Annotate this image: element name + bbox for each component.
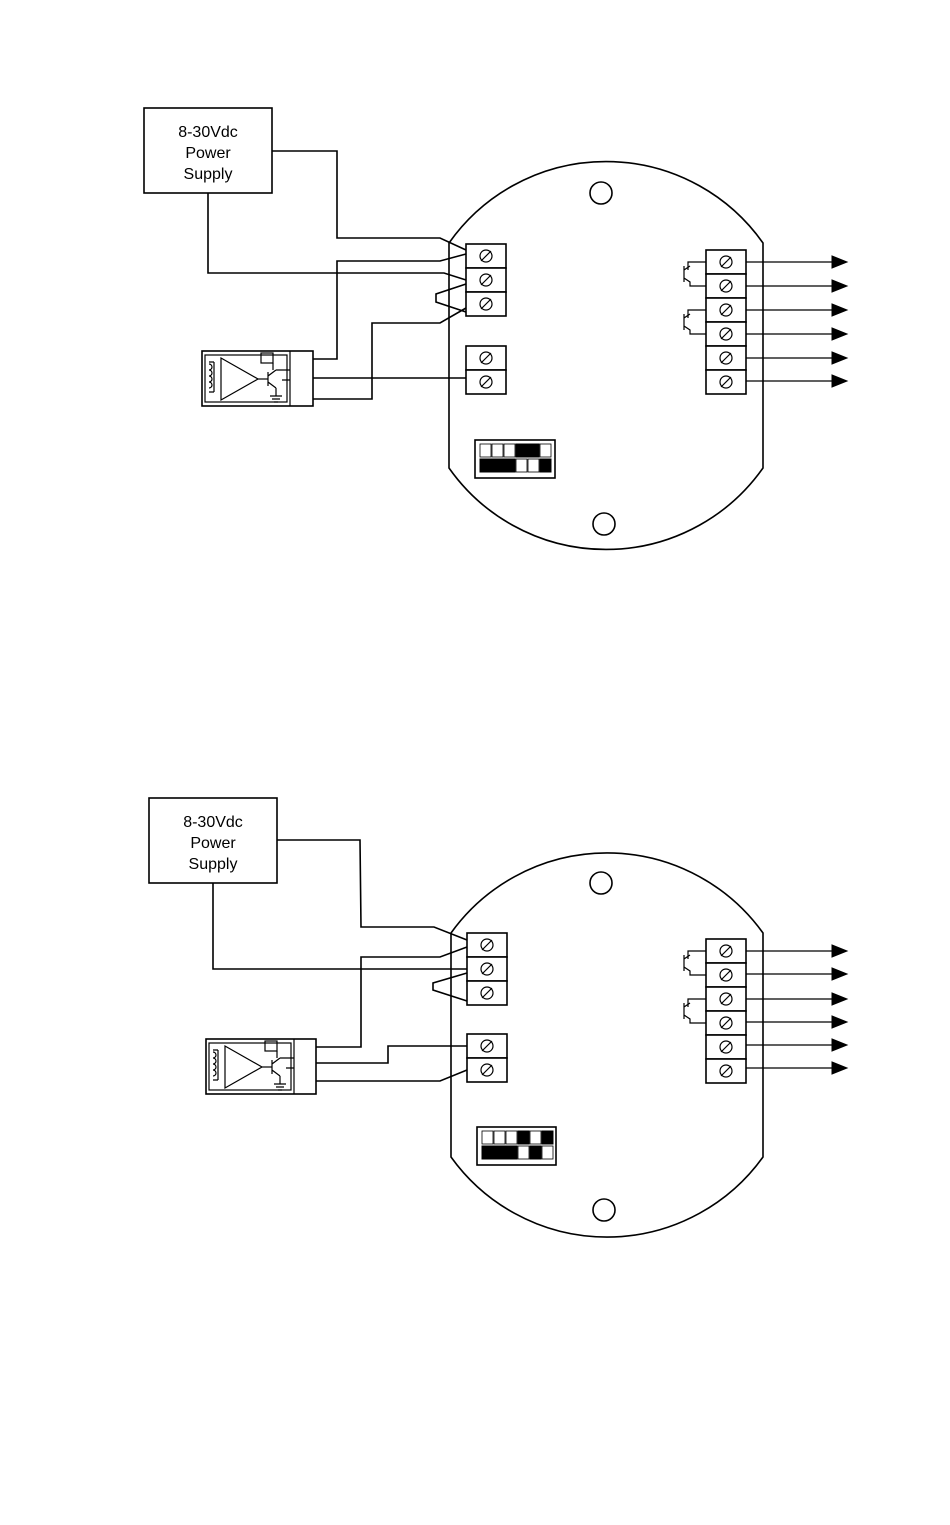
- dip-switch-cell: [494, 1131, 505, 1144]
- dip-switch-cell: [494, 1146, 505, 1159]
- input-terminal-block: [466, 346, 506, 394]
- dip-switch: [475, 440, 555, 478]
- sensor-module: [202, 351, 313, 406]
- arrow-right-icon: [832, 304, 847, 316]
- power-supply-box: 8-30Vdc Power Supply: [144, 108, 272, 193]
- power-supply-line-2: Power: [185, 145, 231, 162]
- arrow-right-icon: [832, 280, 847, 292]
- output-transistor-icon: [684, 999, 706, 1023]
- arrow-right-icon: [832, 993, 847, 1005]
- output-terminal-block: [706, 250, 746, 394]
- power-supply-line-1: 8-30Vdc: [178, 124, 238, 141]
- mounting-hole-bottom: [593, 513, 615, 535]
- arrow-right-icon: [832, 945, 847, 957]
- dip-switch-cell: [530, 1146, 541, 1159]
- power-supply-line-2: Power: [190, 835, 236, 852]
- power-terminal-block: [467, 933, 507, 1005]
- arrow-right-icon: [832, 328, 847, 340]
- dip-switch-cell: [542, 1146, 553, 1159]
- wiring-diagram-2: 8-30Vdc Power Supply: [149, 798, 847, 1237]
- output-transistor-icon: [684, 262, 706, 286]
- dip-switch-cell: [504, 444, 515, 457]
- sensor-module: [206, 1039, 316, 1094]
- dip-switch-cell: [528, 444, 539, 457]
- dip-switch-cell: [506, 1131, 517, 1144]
- dip-switch-cell: [480, 444, 491, 457]
- mounting-hole-top: [590, 872, 612, 894]
- dip-switch-cell: [540, 444, 551, 457]
- dip-switch-cell: [516, 459, 527, 472]
- dip-switch-cell: [528, 459, 539, 472]
- dip-switch-cell: [518, 1131, 529, 1144]
- arrow-right-icon: [832, 1062, 847, 1074]
- mounting-hole-top: [590, 182, 612, 204]
- arrow-right-icon: [832, 968, 847, 980]
- power-supply-line-1: 8-30Vdc: [183, 814, 243, 831]
- output-terminal-block: [706, 939, 746, 1083]
- output-arrows: [746, 945, 847, 1074]
- power-supply-line-3: Supply: [189, 856, 238, 873]
- arrow-right-icon: [832, 375, 847, 387]
- dip-switch: [477, 1127, 556, 1165]
- power-supply-box: 8-30Vdc Power Supply: [149, 798, 277, 883]
- input-terminal-block: [467, 1034, 507, 1082]
- dip-switch-cell: [480, 459, 491, 472]
- output-transistor-icon: [684, 951, 706, 975]
- power-supply-line-3: Supply: [184, 166, 233, 183]
- dip-switch-cell: [540, 459, 551, 472]
- arrow-right-icon: [832, 1039, 847, 1051]
- power-terminal-block: [466, 244, 506, 316]
- output-arrows: [746, 256, 847, 387]
- mounting-hole-bottom: [593, 1199, 615, 1221]
- dip-switch-cell: [516, 444, 527, 457]
- arrow-right-icon: [832, 1016, 847, 1028]
- arrow-right-icon: [832, 256, 847, 268]
- dip-switch-cell: [518, 1146, 529, 1159]
- dip-switch-cell: [482, 1146, 493, 1159]
- dip-switch-cell: [530, 1131, 541, 1144]
- dip-switch-cell: [542, 1131, 553, 1144]
- output-transistor-icon: [684, 310, 706, 334]
- wiring-diagram-1: 8-30Vdc Power Supply: [144, 108, 847, 549]
- arrow-right-icon: [832, 352, 847, 364]
- dip-switch-cell: [492, 444, 503, 457]
- dip-switch-cell: [482, 1131, 493, 1144]
- dip-switch-cell: [506, 1146, 517, 1159]
- dip-switch-cell: [504, 459, 515, 472]
- dip-switch-cell: [492, 459, 503, 472]
